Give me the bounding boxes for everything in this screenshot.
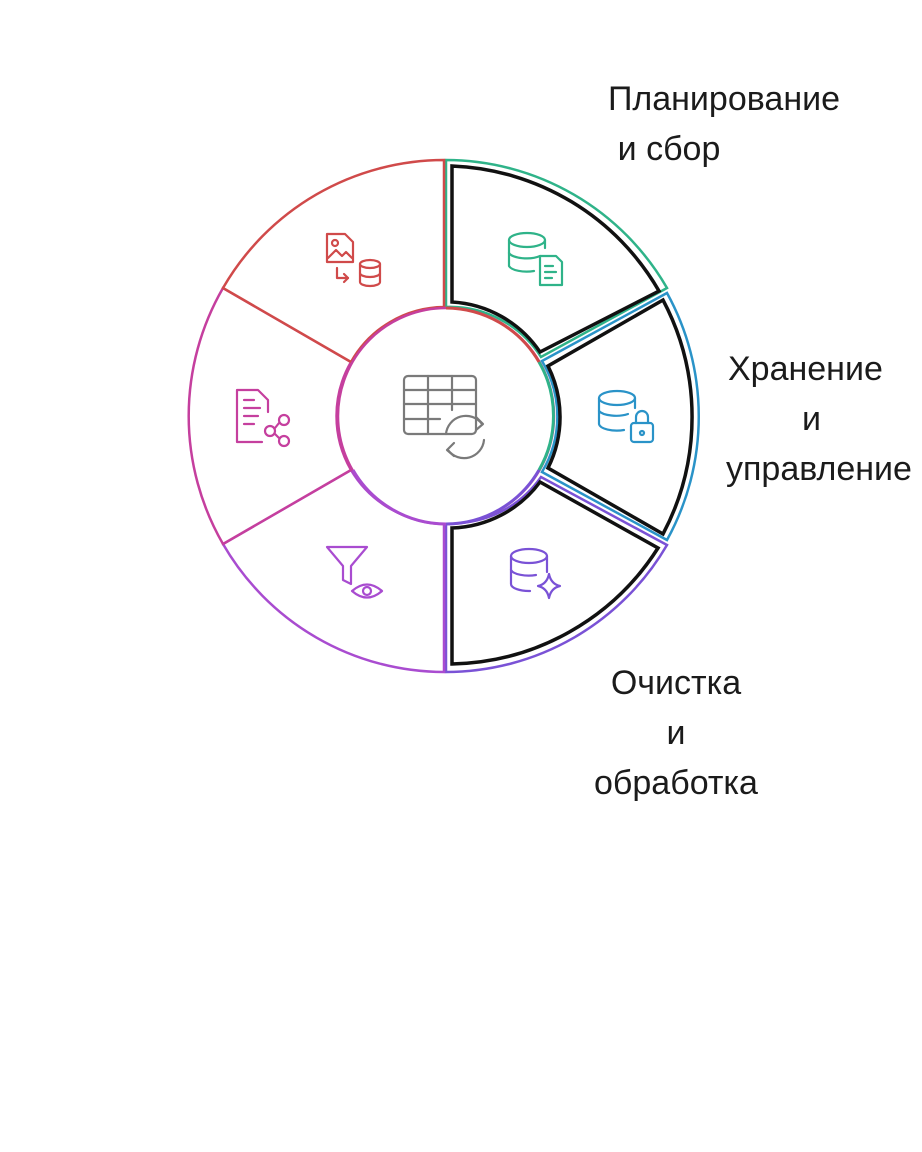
database-document-icon bbox=[507, 231, 564, 287]
document-share-icon bbox=[235, 388, 291, 448]
segment-planning-outline[interactable] bbox=[444, 158, 669, 359]
label-storage: Хранение и управление bbox=[722, 344, 922, 494]
label-planning: Планирование и сбор bbox=[588, 74, 860, 174]
label-storage-line3: управление bbox=[726, 450, 912, 488]
label-storage-line2: и bbox=[802, 400, 821, 438]
image-to-database-icon bbox=[325, 232, 382, 288]
segment-cleaning-outline[interactable] bbox=[444, 475, 669, 674]
segment-cleaning-highlight bbox=[450, 479, 661, 666]
segment-sharing[interactable] bbox=[187, 286, 353, 546]
database-sparkle-icon bbox=[509, 547, 562, 600]
label-cleaning-line3: обработка bbox=[594, 764, 758, 802]
label-storage-line1: Хранение bbox=[728, 350, 883, 388]
filter-eye-icon bbox=[325, 545, 384, 599]
label-planning-line1: Планирование bbox=[607, 80, 841, 118]
label-cleaning: Очистка и обработка bbox=[582, 658, 770, 808]
table-sync-icon bbox=[402, 374, 486, 460]
label-cleaning-line1: Очистка bbox=[610, 664, 742, 702]
segment-planning-highlight bbox=[450, 164, 662, 355]
label-cleaning-line2: и bbox=[666, 714, 686, 752]
database-lock-icon bbox=[597, 389, 655, 444]
center-hub bbox=[336, 306, 556, 526]
segment-storage-highlight bbox=[545, 297, 694, 537]
label-planning-line2: и сбор bbox=[617, 130, 721, 168]
